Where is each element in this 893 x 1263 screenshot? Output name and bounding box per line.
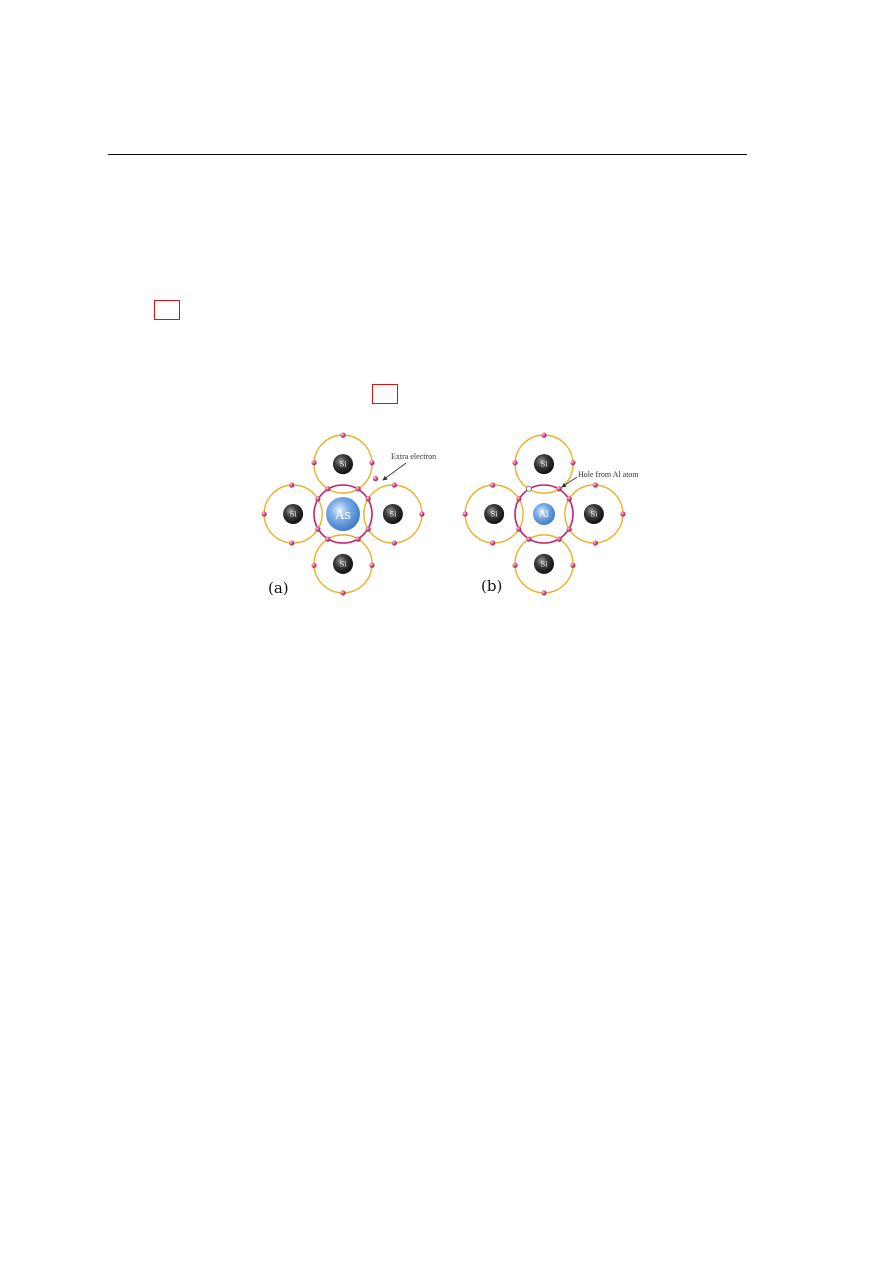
electron [556,486,562,492]
dopant-atom [533,503,555,525]
si-atom [283,504,304,524]
electron [570,460,576,466]
electron [289,540,295,546]
si-atom-label: Si [540,560,548,568]
si-atom-label: Si [491,511,499,519]
electron [490,540,496,546]
electron [516,526,522,532]
electron [391,482,397,488]
electron [369,562,375,568]
electron [556,536,562,542]
electron [620,511,626,517]
si-atom-label: Si [290,511,298,519]
si-atom-label: Si [540,461,548,469]
extra-electron [372,476,379,482]
electron [462,511,468,517]
electron [355,536,361,542]
electron [340,590,346,596]
electron [526,536,532,542]
electron [340,432,346,438]
reference-link-box[interactable] [154,300,180,320]
si-atom [333,454,353,475]
si-atom [333,553,353,574]
center-orbit [313,484,373,544]
electron [570,562,576,568]
electron [541,432,547,438]
electron [311,460,317,466]
dopant-atom [326,497,360,531]
electron [512,460,518,466]
hole-arrow [561,476,578,488]
electron [419,511,425,517]
electron [365,496,371,502]
hole-annotation: Hole from Al atom [578,470,639,479]
panel-a-caption: (a) [268,579,289,597]
si-atom [484,504,505,524]
dopant-atom-label: Al [538,510,548,520]
dopant-atom-label: As [334,508,351,523]
electron [311,562,317,568]
hole [525,485,532,492]
si-atom [382,504,403,524]
panel-b-caption: (b) [481,577,502,595]
extra-electron-annotation: Extra electron [391,452,436,461]
electron [355,486,361,492]
center-orbit [514,484,574,544]
extra-electron-arrow [382,462,407,481]
si-atom-label: Si [590,511,598,519]
electron [541,590,547,596]
electron [315,526,321,532]
electron [391,540,397,546]
electron [325,536,331,542]
si-atom [583,504,604,524]
electron [592,482,598,488]
electron [490,482,496,488]
si-atom [534,454,554,475]
figure-reference-link-box[interactable] [372,384,398,404]
si-atom-label: Si [339,461,347,469]
electron [592,540,598,546]
electron [516,496,522,502]
header-rule [108,154,747,155]
electron [289,482,295,488]
electron [365,526,371,532]
electron [512,562,518,568]
electron [325,486,331,492]
si-atom [534,553,554,574]
electron [315,496,321,502]
electron [261,511,267,517]
si-atom-label: Si [389,511,397,519]
electron [566,496,572,502]
electron [566,526,572,532]
si-atom-label: Si [339,560,347,568]
electron [369,460,375,466]
